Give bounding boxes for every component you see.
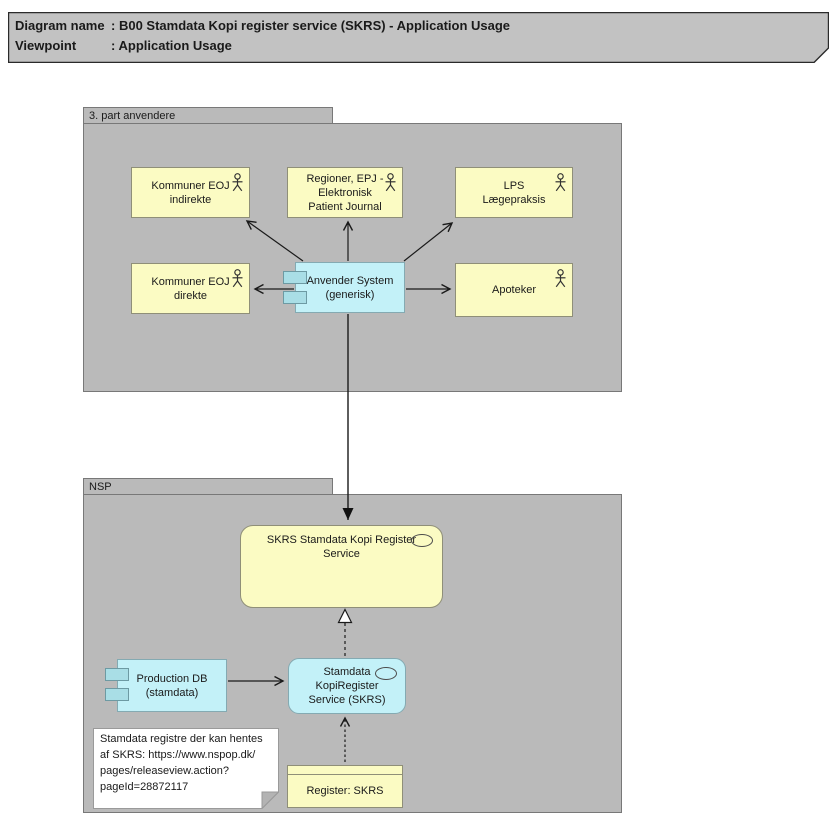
diagram-name-value: B00 Stamdata Kopi register service (SKRS… bbox=[118, 18, 511, 33]
component-icon bbox=[283, 271, 307, 284]
note-stamdata-registre[interactable]: Stamdata registre der kan hentes af SKRS… bbox=[93, 728, 279, 809]
group-third-party-body[interactable] bbox=[83, 123, 622, 392]
separator: : bbox=[111, 18, 116, 33]
node-regioner-epj[interactable]: Regioner, EPJ - Elektronisk Patient Jour… bbox=[287, 167, 403, 218]
node-label: Kommuner EOJ direkte bbox=[151, 275, 230, 302]
note-shape bbox=[93, 728, 279, 809]
diagram-name-row: Diagram name: B00 Stamdata Kopi register… bbox=[15, 16, 510, 36]
node-label: Apoteker bbox=[491, 284, 537, 296]
group-nsp-label: NSP bbox=[89, 481, 112, 493]
diagram-title-note: Diagram name: B00 Stamdata Kopi register… bbox=[8, 12, 829, 63]
viewpoint-value: Application Usage bbox=[118, 38, 232, 53]
group-third-party-tab[interactable]: 3. part anvendere bbox=[83, 107, 333, 124]
viewpoint-row: Viewpoint: Application Usage bbox=[15, 36, 510, 56]
component-icon bbox=[283, 291, 307, 304]
component-icon bbox=[105, 688, 129, 701]
node-label: Stamdata KopiRegister Service (SKRS) bbox=[308, 666, 386, 706]
node-label: Kommuner EOJ indirekte bbox=[151, 179, 230, 206]
note-fold-corner-icon bbox=[261, 791, 279, 809]
node-label: LPS Lægepraksis bbox=[482, 179, 546, 206]
node-kommuner-eoj-direkte[interactable]: Kommuner EOJ direkte bbox=[131, 263, 250, 314]
group-nsp-tab[interactable]: NSP bbox=[83, 478, 333, 495]
representation-top-line bbox=[288, 774, 402, 775]
note-text: Stamdata registre der kan hentes af SKRS… bbox=[100, 733, 263, 793]
node-register-skrs[interactable]: Register: SKRS bbox=[287, 765, 403, 808]
node-label: Anvender System (generisk) bbox=[306, 274, 394, 301]
actor-icon bbox=[555, 269, 566, 288]
title-note-shape bbox=[8, 12, 829, 63]
node-label: SKRS Stamdata Kopi Register Service bbox=[266, 534, 417, 560]
actor-icon bbox=[232, 173, 243, 192]
node-label: Register: SKRS bbox=[306, 785, 384, 797]
service-icon bbox=[375, 667, 397, 680]
actor-icon bbox=[232, 269, 243, 288]
node-kommuner-eoj-indirekte[interactable]: Kommuner EOJ indirekte bbox=[131, 167, 250, 218]
node-label: Production DB (stamdata) bbox=[136, 672, 208, 699]
service-icon bbox=[411, 534, 433, 547]
diagram-name-label: Diagram name bbox=[15, 18, 105, 33]
actor-icon bbox=[555, 173, 566, 192]
component-icon bbox=[105, 668, 129, 681]
node-stamdata-kopiregister-service[interactable]: Stamdata KopiRegister Service (SKRS) bbox=[288, 658, 406, 714]
node-anvender-system[interactable]: Anvender System (generisk) bbox=[283, 262, 405, 313]
separator: : bbox=[111, 38, 116, 53]
node-skrs-stamdata-kopi-register-service[interactable]: SKRS Stamdata Kopi Register Service bbox=[240, 525, 443, 608]
group-third-party-label: 3. part anvendere bbox=[89, 110, 176, 122]
actor-icon bbox=[385, 173, 396, 192]
node-production-db[interactable]: Production DB (stamdata) bbox=[105, 659, 227, 712]
viewpoint-label: Viewpoint bbox=[15, 38, 77, 53]
node-apoteker[interactable]: Apoteker bbox=[455, 263, 573, 317]
node-label: Regioner, EPJ - Elektronisk Patient Jour… bbox=[306, 172, 384, 213]
node-lps-laegepraksis[interactable]: LPS Lægepraksis bbox=[455, 167, 573, 218]
